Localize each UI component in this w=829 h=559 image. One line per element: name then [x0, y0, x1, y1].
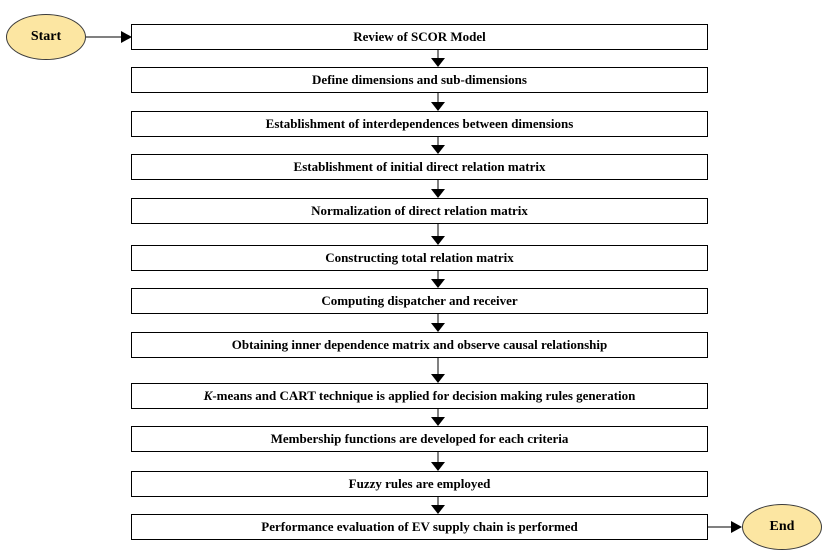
step-9-label: K-means and CART technique is applied fo…	[204, 388, 636, 404]
step-5: Normalization of direct relation matrix	[131, 198, 708, 224]
connector-arrowhead-7	[431, 323, 445, 332]
step-6-label: Constructing total relation matrix	[325, 250, 514, 265]
step-2: Define dimensions and sub-dimensions	[131, 67, 708, 93]
step-1: Review of SCOR Model	[131, 24, 708, 50]
connector-arrowhead-4	[431, 189, 445, 198]
connector-arrowhead-3	[431, 145, 445, 154]
connector-arrowhead-6	[431, 279, 445, 288]
step-7: Computing dispatcher and receiver	[131, 288, 708, 314]
step-4-label: Establishment of initial direct relation…	[293, 159, 546, 174]
step-10-label: Membership functions are developed for e…	[270, 431, 569, 446]
step-12-label: Performance evaluation of EV supply chai…	[261, 519, 578, 534]
step-12: Performance evaluation of EV supply chai…	[131, 514, 708, 540]
step-1-label: Review of SCOR Model	[353, 29, 486, 44]
connector-arrowhead-11	[431, 505, 445, 514]
step-3-label: Establishment of interdependences betwee…	[265, 116, 574, 131]
step-9: K-means and CART technique is applied fo…	[131, 383, 708, 409]
step-9-italic-k: K	[203, 388, 213, 403]
connector-arrowhead-9	[431, 417, 445, 426]
step-8-label: Obtaining inner dependence matrix and ob…	[231, 337, 608, 352]
connector-arrowhead-2	[431, 102, 445, 111]
step-4: Establishment of initial direct relation…	[131, 154, 708, 180]
connector-arrowhead-1	[431, 58, 445, 67]
step-11-label: Fuzzy rules are employed	[348, 476, 491, 491]
arrowhead-start	[121, 31, 132, 43]
step-9-rest: -means and CART technique is applied for…	[212, 388, 636, 403]
step-2-label: Define dimensions and sub-dimensions	[312, 72, 527, 87]
step-11: Fuzzy rules are employed	[131, 471, 708, 497]
step-3: Establishment of interdependences betwee…	[131, 111, 708, 137]
start-label: Start	[30, 29, 62, 44]
connector-arrowhead-10	[431, 462, 445, 471]
end-label: End	[769, 519, 795, 534]
arrowhead-end	[731, 521, 742, 533]
step-8: Obtaining inner dependence matrix and ob…	[131, 332, 708, 358]
connector-arrowhead-5	[431, 236, 445, 245]
step-5-label: Normalization of direct relation matrix	[311, 203, 528, 218]
connector-arrowhead-8	[431, 374, 445, 383]
start-node: Start	[6, 14, 86, 60]
step-10: Membership functions are developed for e…	[131, 426, 708, 452]
step-7-label: Computing dispatcher and receiver	[321, 293, 518, 308]
end-node: End	[742, 504, 822, 550]
step-6: Constructing total relation matrix	[131, 245, 708, 271]
